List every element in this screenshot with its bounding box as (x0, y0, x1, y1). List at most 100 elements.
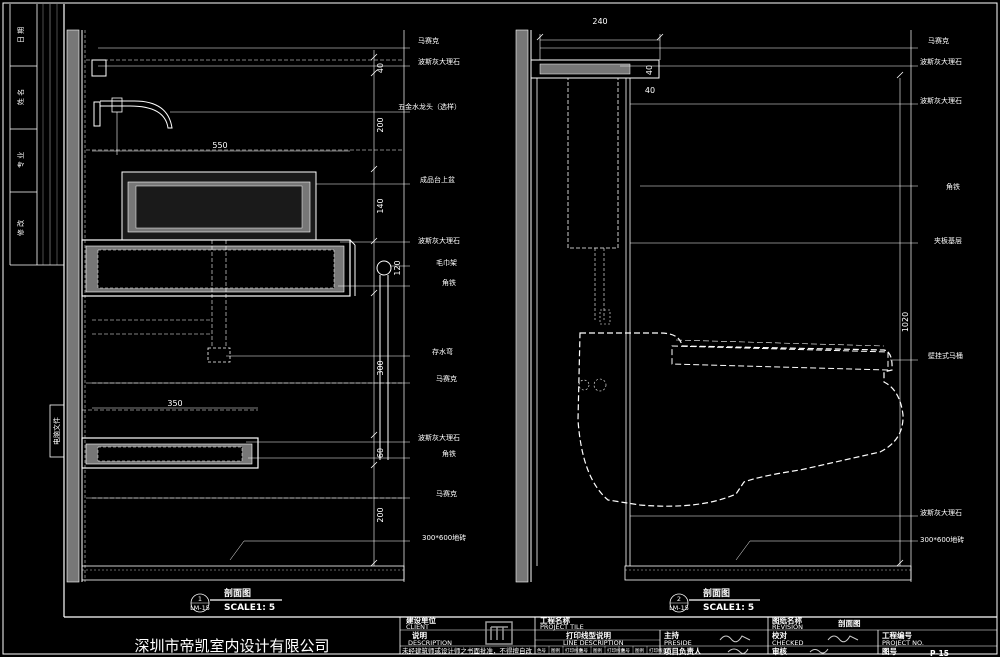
dim-350: 350 (167, 399, 182, 408)
lower-shelf (81, 409, 259, 469)
towel-rack (376, 260, 392, 460)
dim-60: 60 (376, 448, 385, 458)
drawing-no: P-15 (930, 649, 949, 657)
countertop-basin (121, 171, 317, 241)
right-view-title: 剖面图 (703, 587, 730, 599)
dim-40: 40 (376, 63, 385, 73)
right-floor (624, 565, 912, 581)
drawing-name: 剖面图 (838, 618, 861, 628)
dim-40-right-b: 40 (645, 86, 655, 95)
project-label-en: PROJECT TILE (540, 623, 584, 631)
callout-l-basin: 成品台上盆 (420, 175, 455, 184)
strip-label-revise: 修 改 (16, 220, 25, 236)
callout-r-plywood: 夹板基层 (934, 236, 962, 245)
company-logo (485, 621, 513, 645)
left-title-block: 1 LM-15 剖面图 SCALE1: 5 (190, 587, 282, 613)
file-tag: 电脑文件 (52, 417, 61, 445)
left-section-view: 550 40 200 140 120 300 350 60 200 马赛克 波斯… (66, 29, 466, 613)
line-col-9: 打印线宽 (649, 647, 667, 654)
callout-r-toilet: 壁挂式马桶 (928, 351, 963, 360)
left-view-scale: SCALE1: 5 (224, 603, 275, 613)
marble-counter (81, 239, 356, 297)
review-signature (809, 648, 829, 654)
preside-label-cn: 主持 (664, 630, 679, 640)
callout-r-mosaic: 马赛克 (928, 36, 949, 45)
dim-40-right-a: 40 (645, 65, 654, 75)
project-no-label-cn: 工程编号 (882, 630, 912, 640)
callout-r-marble-3: 波斯灰大理石 (920, 508, 962, 517)
desc-label-en: DESCRIPTION (408, 639, 452, 647)
left-wall (66, 29, 80, 583)
callout-l-mosaic-3: 马赛克 (436, 489, 457, 498)
callout-r-floor-tile: 300*600地砖 (920, 535, 964, 544)
callout-l-angle-1: 角铁 (442, 278, 456, 287)
callout-r-marble-1: 波斯灰大理石 (920, 57, 962, 66)
pm-label-cn: 项目负责人 (664, 646, 702, 656)
client-label-en: CLIENT (406, 623, 429, 631)
strip-label-date: 日 期 (17, 27, 25, 43)
desc-note: 未经建筑师或设计师之书面批准，不得擅自改 (402, 646, 533, 655)
dim-240: 240 (592, 17, 607, 26)
dim-300: 300 (376, 360, 385, 375)
line-col-2: 图例 (551, 647, 560, 654)
checked-label-cn: 校对 (772, 630, 787, 640)
line-col-5: 图例 (593, 647, 602, 654)
trap (207, 347, 231, 363)
project-no-label-en: PROJECT NO. (882, 639, 924, 647)
drawing-no-label-cn: 图号 (882, 647, 897, 656)
callout-l-mosaic-2: 马赛克 (436, 374, 457, 383)
line-legend-row: 色号 图例 打印线宽 色号 图例 打印线宽 色号 图例 打印线宽 (537, 646, 667, 654)
line-col-7: 色号 (621, 647, 630, 654)
dim-550: 550 (212, 141, 227, 150)
dim-200: 200 (376, 117, 385, 132)
line-label-cn: 打印线型说明 (566, 630, 611, 640)
drawing-name-label-cn: 图纸名称 (772, 615, 802, 625)
dim-200-lower: 200 (376, 507, 385, 522)
line-col-8: 图例 (635, 647, 644, 654)
callout-l-floor-tile: 300*600地砖 (422, 533, 466, 542)
company-name: 深圳市帝凯室内设计有限公司 (134, 637, 329, 655)
preside-signature (719, 635, 751, 643)
left-floor (81, 565, 405, 581)
left-view-title: 剖面图 (224, 587, 251, 599)
line-col-3: 打印线宽 (565, 647, 583, 654)
callout-l-angle-2: 角铁 (442, 449, 456, 458)
line-col-4: 色号 (579, 647, 588, 654)
pm-signature (727, 648, 749, 654)
strip-label-discipline: 专 业 (16, 152, 25, 168)
left-tag-bottom: LM-15 (190, 604, 210, 612)
dim-120: 120 (393, 260, 402, 275)
callout-l-mosaic-1: 马赛克 (418, 36, 439, 45)
right-tag-bottom: LM-15 (669, 604, 689, 612)
line-label-en: LINE DESCRIPTION (563, 639, 624, 647)
callout-l-marble-3: 波斯灰大理石 (418, 433, 460, 442)
client-label-cn: 建设单位 (405, 615, 436, 625)
line-col-1: 色号 (537, 647, 546, 654)
wall-hung-toilet (577, 332, 904, 507)
callout-r-angle: 角铁 (946, 182, 960, 191)
right-title-block: 2 LM-15 剖面图 SCALE1: 5 (669, 587, 760, 613)
callout-l-faucet: 五金水龙头（选样） (398, 102, 461, 111)
right-tag-top: 2 (677, 595, 681, 603)
project-label-cn: 工程名称 (540, 615, 570, 625)
preside-label-en: PRESIDE (664, 639, 692, 647)
review-label-cn: 审核 (772, 646, 787, 656)
right-section-view: 1020 240 40 40 马赛克 波斯灰大理石 波斯灰大理石 角铁 夹板基层… (515, 17, 964, 613)
dim-140: 140 (376, 198, 385, 213)
callout-l-marble-2: 波斯灰大理石 (418, 236, 460, 245)
callout-r-marble-2: 波斯灰大理石 (920, 96, 962, 105)
dim-1020: 1020 (901, 312, 910, 332)
revision-strip: 日 期 姓 名 专 业 修 改 电脑文件 (9, 4, 65, 458)
callout-l-marble-1: 波斯灰大理石 (418, 57, 460, 66)
callout-l-trap: 存水弯 (432, 347, 453, 356)
checked-signature (827, 635, 859, 643)
title-block: 深圳市帝凯室内设计有限公司 建设单位 CLIENT 说明 DESCRIPTION… (134, 615, 997, 657)
right-wall (515, 29, 529, 583)
strip-label-name: 姓 名 (16, 89, 25, 105)
drawing-name-label-en: REVISION (772, 623, 803, 631)
callout-l-towel-rack: 毛巾架 (436, 258, 457, 267)
line-col-6: 打印线宽 (607, 647, 625, 654)
left-tag-top: 1 (198, 595, 202, 603)
